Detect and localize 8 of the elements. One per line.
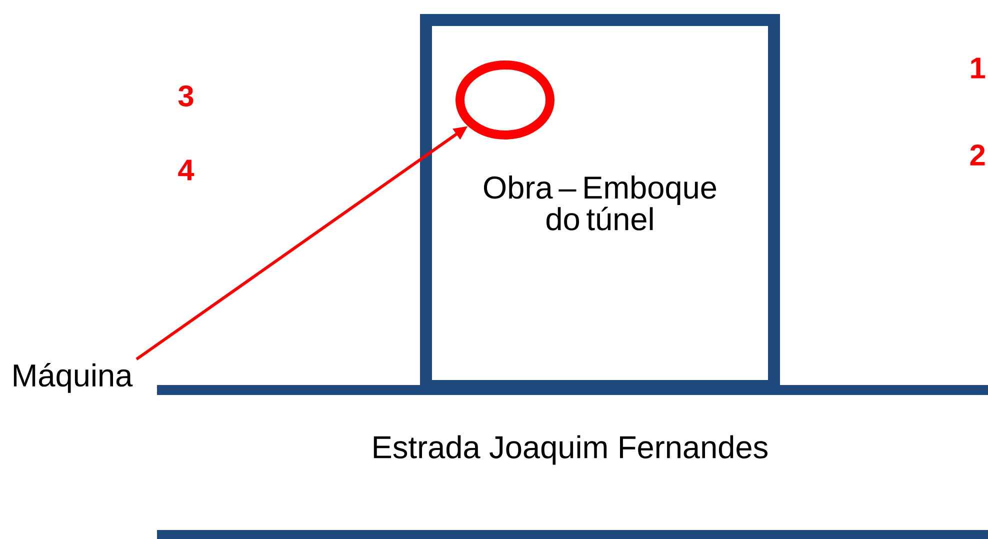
- callout-number: 1: [971, 58, 986, 78]
- worksite-box: Obra – Emboque do túnel: [420, 14, 780, 392]
- callout-number: 2: [970, 144, 985, 166]
- machine-label: Máquina: [14, 363, 133, 393]
- callout-number: 4: [178, 160, 194, 180]
- callout-number: 3: [178, 85, 194, 107]
- highlight-circle: [456, 60, 554, 140]
- road-name: Estrada Joaquim Fernandes: [374, 435, 768, 465]
